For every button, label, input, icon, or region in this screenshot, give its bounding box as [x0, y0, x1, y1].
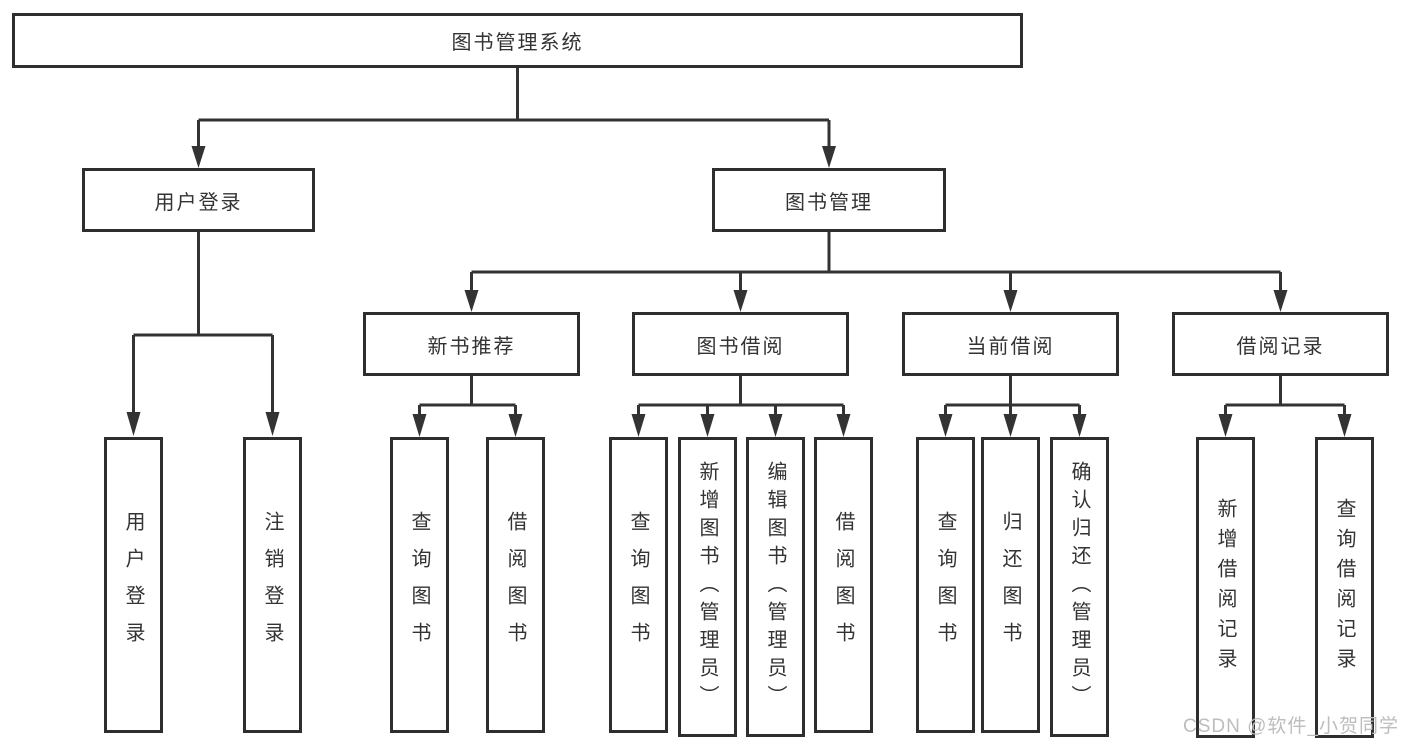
arrowhead-icons	[126, 146, 1352, 437]
leaf-cb-confirm-return-admin: 确认归还（管理员）	[1050, 437, 1109, 737]
node-current-borrow: 当前借阅	[902, 312, 1119, 376]
leaf-nbr-borrow-books: 借阅图书	[486, 437, 545, 733]
leaf-bb-edit-books-admin: 编辑图书（管理员）	[746, 437, 805, 737]
node-root: 图书管理系统	[12, 13, 1023, 68]
node-new-book-recommend: 新书推荐	[363, 312, 580, 376]
leaf-bb-query-books: 查询图书	[609, 437, 668, 733]
leaf-nbr-query-books: 查询图书	[390, 437, 449, 733]
leaf-bb-borrow-books: 借阅图书	[814, 437, 873, 733]
leaf-user-login: 用户登录	[104, 437, 163, 733]
watermark: CSDN @软件_小贺同学	[1183, 716, 1399, 737]
leaf-br-query-record: 查询借阅记录	[1315, 437, 1374, 738]
leaf-bb-add-books-admin: 新增图书（管理员）	[678, 437, 737, 737]
leaf-logout: 注销登录	[243, 437, 302, 733]
node-book-management: 图书管理	[712, 168, 946, 232]
node-borrow-records: 借阅记录	[1172, 312, 1389, 376]
leaf-cb-return-books: 归还图书	[981, 437, 1040, 733]
leaf-br-add-record: 新增借阅记录	[1196, 437, 1255, 738]
node-book-borrow: 图书借阅	[632, 312, 849, 376]
node-user-login: 用户登录	[82, 168, 315, 232]
leaf-cb-query-books: 查询图书	[916, 437, 975, 733]
